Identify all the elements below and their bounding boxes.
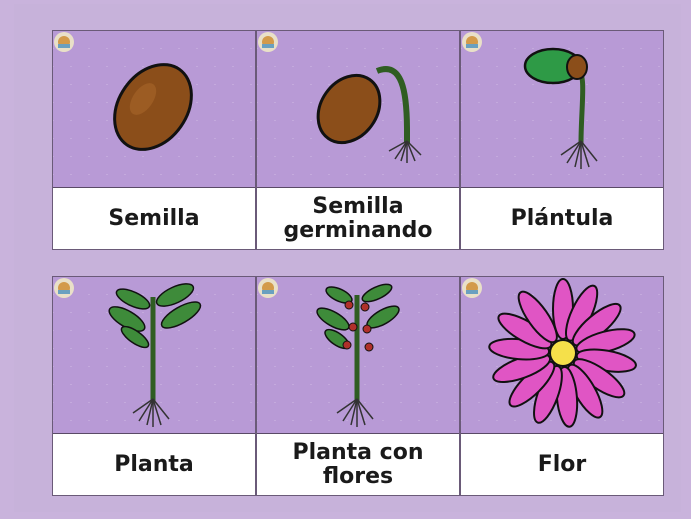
card-picture: [461, 31, 663, 188]
germinating-seed-icon: [316, 66, 422, 163]
seed-icon: [113, 63, 193, 151]
plant-icon: [108, 283, 202, 427]
card-picture: [257, 31, 459, 188]
card-planta-con-flores[interactable]: Planta con flores: [256, 276, 460, 496]
card-label: Planta con flores: [292, 440, 424, 489]
seedling-icon: [523, 47, 598, 169]
flowering-plant-icon: [316, 283, 400, 427]
card-label: Flor: [537, 451, 587, 477]
card-semilla[interactable]: Semilla: [52, 30, 256, 250]
card-label: Semilla: [108, 205, 200, 231]
cards-row-top: Semilla Semilla germinando: [52, 30, 664, 250]
card-label: Semilla germinando: [283, 194, 433, 243]
logo-badge-icon: [462, 32, 482, 52]
card-picture: [53, 277, 255, 434]
logo-badge-icon: [54, 32, 74, 52]
logo-badge-icon: [462, 278, 482, 298]
logo-badge-icon: [258, 32, 278, 52]
flower-icon: [488, 278, 637, 428]
card-planta[interactable]: Planta: [52, 276, 256, 496]
card-plantula[interactable]: Plántula: [460, 30, 664, 250]
card-semilla-germinando[interactable]: Semilla germinando: [256, 30, 460, 250]
logo-badge-icon: [54, 278, 74, 298]
card-picture: [257, 277, 459, 434]
logo-badge-icon: [258, 278, 278, 298]
card-label: Plántula: [510, 205, 614, 231]
card-picture: [461, 277, 663, 434]
card-label: Planta: [114, 451, 194, 477]
cards-row-bottom: Planta: [52, 276, 664, 496]
card-flor[interactable]: Flor: [460, 276, 664, 496]
card-picture: [53, 31, 255, 188]
